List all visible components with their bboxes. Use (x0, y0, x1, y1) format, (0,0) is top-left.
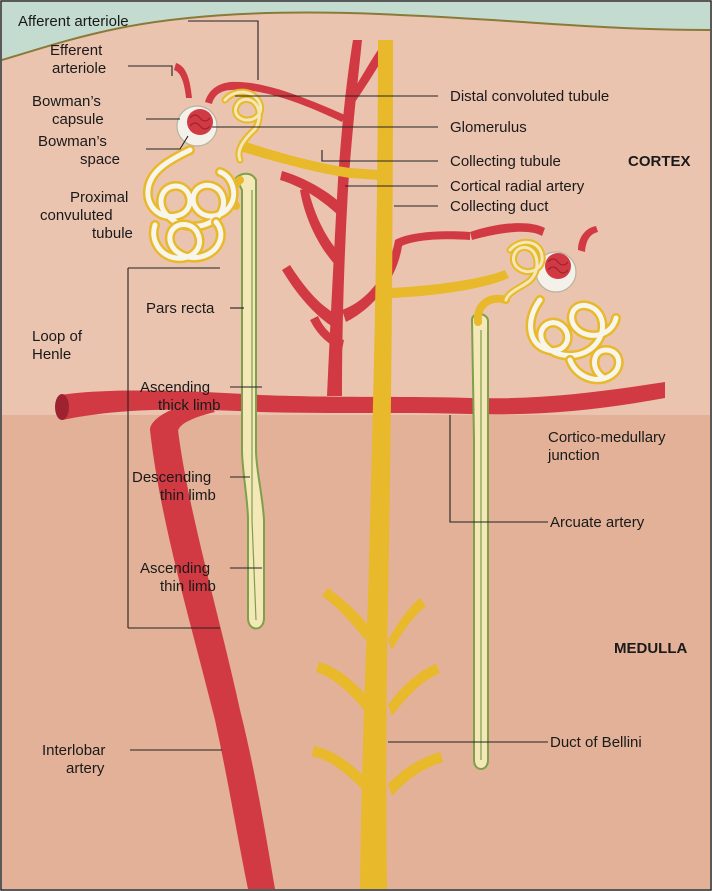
label-descending-thin-line2: thin limb (160, 487, 216, 504)
label-bowmans-capsule-line1: Bowman’s (32, 93, 101, 110)
label-ascending-thick-line1: Ascending (140, 379, 210, 396)
glomerulus (187, 109, 213, 135)
label-cortico-medullary-line2: junction (547, 447, 600, 464)
label-descending-thin-line1: Descending (132, 469, 211, 486)
label-cortical-radial-artery: Cortical radial artery (450, 178, 585, 195)
label-cortico-medullary-line1: Cortico-medullary (548, 429, 666, 446)
label-distal-convoluted-tubule: Distal convoluted tubule (450, 88, 609, 105)
label-arcuate-artery: Arcuate artery (550, 514, 645, 531)
label-proximal-line3: tubule (92, 225, 133, 242)
label-pars-recta: Pars recta (146, 300, 215, 317)
arcuate-artery-cut-end (55, 394, 69, 420)
glomerulus-right (545, 253, 571, 279)
label-bowmans-space-line1: Bowman’s (38, 133, 107, 150)
label-cortex: CORTEX (628, 153, 691, 170)
label-collecting-duct: Collecting duct (450, 198, 549, 215)
label-loop-of-henle-line1: Loop of (32, 328, 83, 345)
label-efferent-arteriole-line2: arteriole (52, 60, 106, 77)
label-proximal-line2: convuluted (40, 207, 113, 224)
label-bowmans-capsule-line2: capsule (52, 111, 104, 128)
medulla-region (2, 415, 710, 889)
label-bowmans-space-line2: space (80, 151, 120, 168)
label-ascending-thick-line2: thick limb (158, 397, 221, 414)
label-afferent-arteriole: Afferent arteriole (18, 13, 129, 30)
label-interlobar-line2: artery (66, 760, 105, 777)
loop-of-henle-right (472, 314, 488, 769)
label-medulla: MEDULLA (614, 640, 687, 657)
label-ascending-thin-line2: thin limb (160, 578, 216, 595)
label-loop-of-henle-line2: Henle (32, 346, 71, 363)
label-efferent-arteriole-line1: Efferent (50, 42, 103, 59)
label-glomerulus: Glomerulus (450, 119, 527, 136)
label-ascending-thin-line1: Ascending (140, 560, 210, 577)
label-collecting-tubule: Collecting tubule (450, 153, 561, 170)
label-duct-of-bellini: Duct of Bellini (550, 734, 642, 751)
label-interlobar-line1: Interlobar (42, 742, 105, 759)
label-proximal-line1: Proximal (70, 189, 128, 206)
